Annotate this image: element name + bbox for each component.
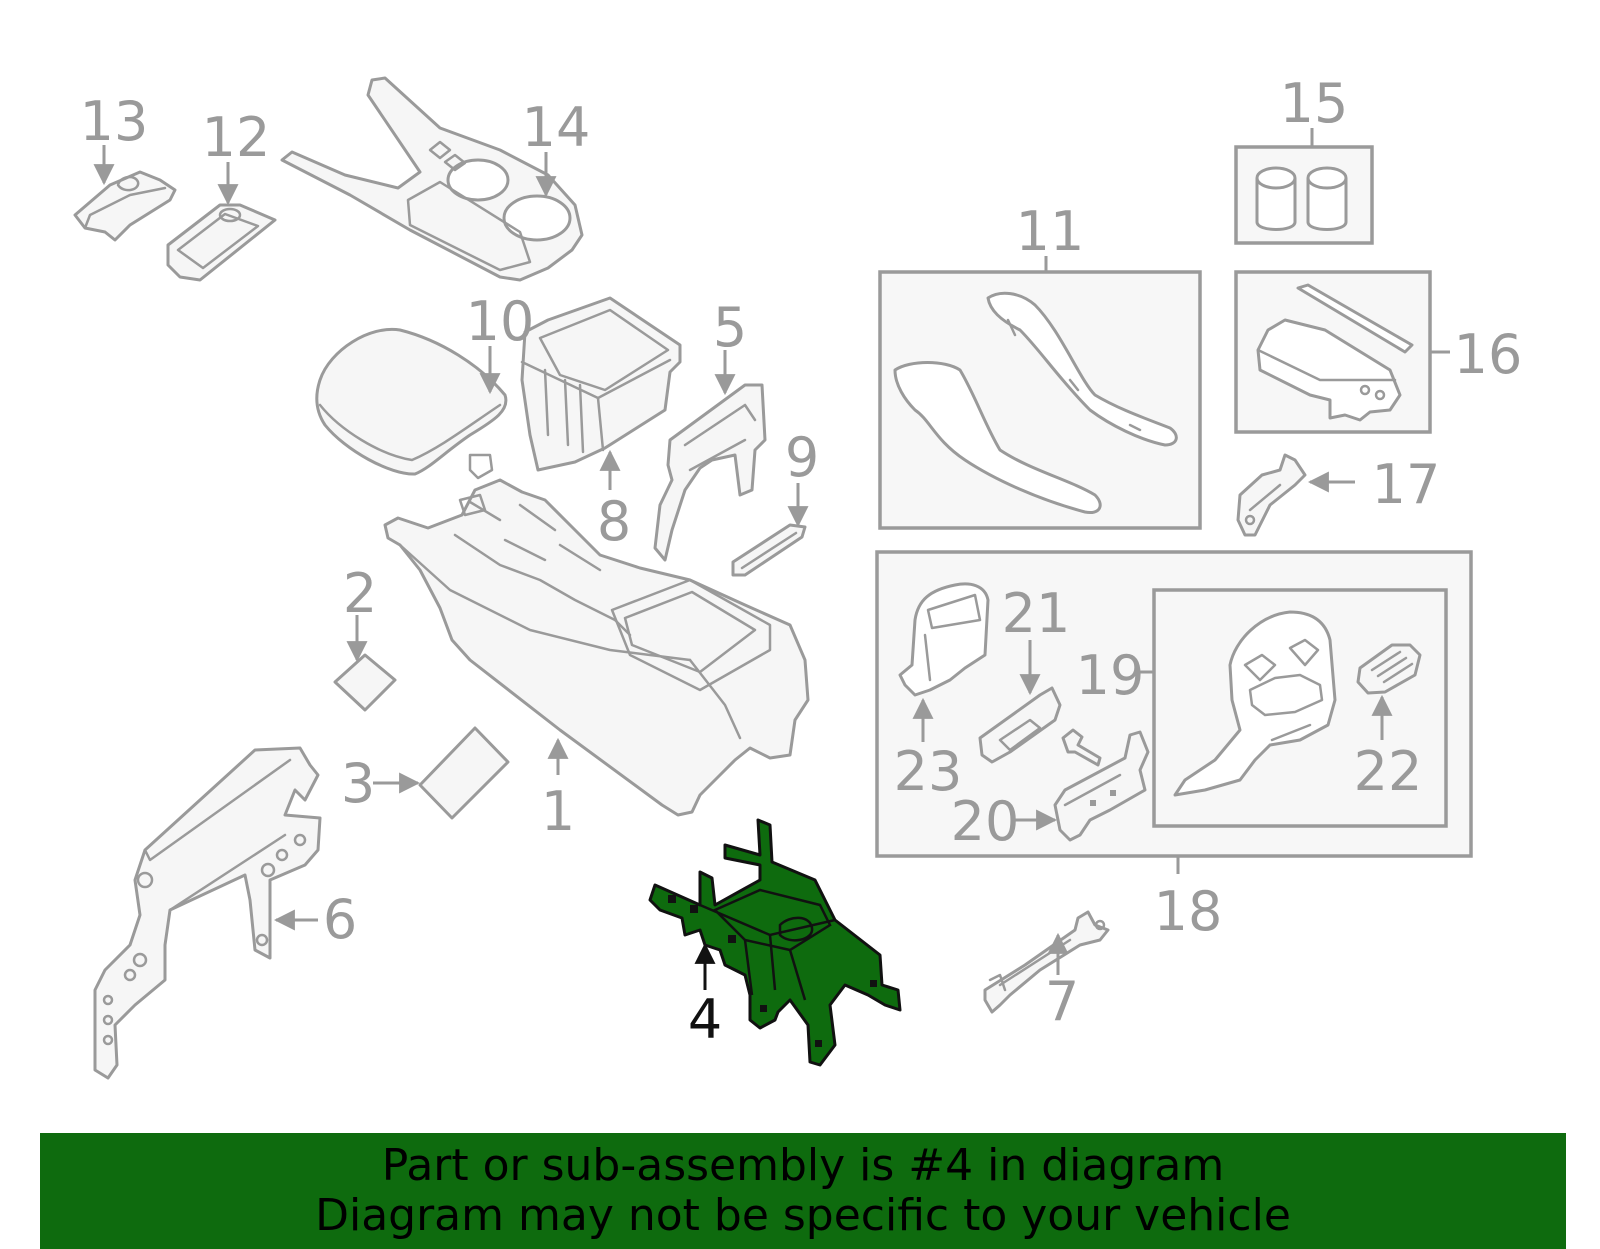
callout-11: 11: [1016, 200, 1085, 263]
callout-22: 22: [1354, 740, 1423, 803]
part-bolt: [1061, 728, 1102, 767]
part-22-vent-knob: [1356, 643, 1422, 695]
part-11-trim: [893, 291, 1178, 515]
callout-19: 19: [1076, 644, 1145, 707]
part-1-console-body: [383, 453, 810, 817]
callout-9: 9: [785, 426, 819, 489]
part-8-box: [520, 296, 682, 472]
part-3-pad: [418, 726, 510, 820]
callout-5: 5: [713, 296, 747, 359]
callout-13: 13: [80, 90, 149, 153]
callout-8: 8: [597, 490, 631, 553]
callout-6: 6: [323, 888, 357, 951]
callout-7: 7: [1045, 970, 1079, 1033]
info-banner: Part or sub-assembly is #4 in diagram Di…: [40, 1133, 1566, 1249]
callout-labels: 1 2 3 4 5 6 7 8 9 10 11 12 13 14 15 16 1…: [80, 72, 1523, 1051]
box-15: [1234, 145, 1374, 245]
callout-23: 23: [894, 740, 963, 803]
part-17-clip: [1236, 453, 1307, 537]
callout-12: 12: [202, 106, 271, 169]
part-4-bracket-highlighted: [648, 818, 902, 1067]
callout-3: 3: [341, 752, 375, 815]
part-12-tray: [166, 203, 277, 282]
part-2-pad: [333, 653, 397, 712]
callout-10: 10: [466, 290, 535, 353]
callout-18: 18: [1154, 880, 1223, 943]
callout-2: 2: [343, 562, 377, 625]
callout-17: 17: [1372, 453, 1441, 516]
part-13-bracket: [73, 170, 177, 242]
part-16-switch-assembly: [1256, 283, 1414, 422]
callout-21: 21: [1002, 582, 1071, 645]
part-5-bracket: [653, 383, 767, 562]
callout-16: 16: [1454, 323, 1523, 386]
part-6-side-bracket: [93, 746, 322, 1080]
part-15-cup-holders: [1255, 166, 1348, 231]
banner-line-1: Part or sub-assembly is #4 in diagram: [381, 1140, 1225, 1191]
callout-1: 1: [541, 780, 575, 843]
part-20-bracket: [1053, 730, 1150, 842]
callout-4: 4: [688, 988, 722, 1051]
banner-line-2: Diagram may not be specific to your vehi…: [315, 1190, 1291, 1241]
part-10-armrest: [315, 327, 508, 476]
part-19-rear-vent-panel: [1173, 610, 1337, 797]
callout-14: 14: [522, 96, 591, 159]
part-21-switch: [978, 686, 1062, 764]
callout-15: 15: [1280, 72, 1349, 135]
part-14-finisher: [280, 76, 584, 282]
part-9-strip: [731, 523, 807, 577]
callout-20: 20: [951, 790, 1020, 853]
part-23-duct: [898, 582, 990, 697]
